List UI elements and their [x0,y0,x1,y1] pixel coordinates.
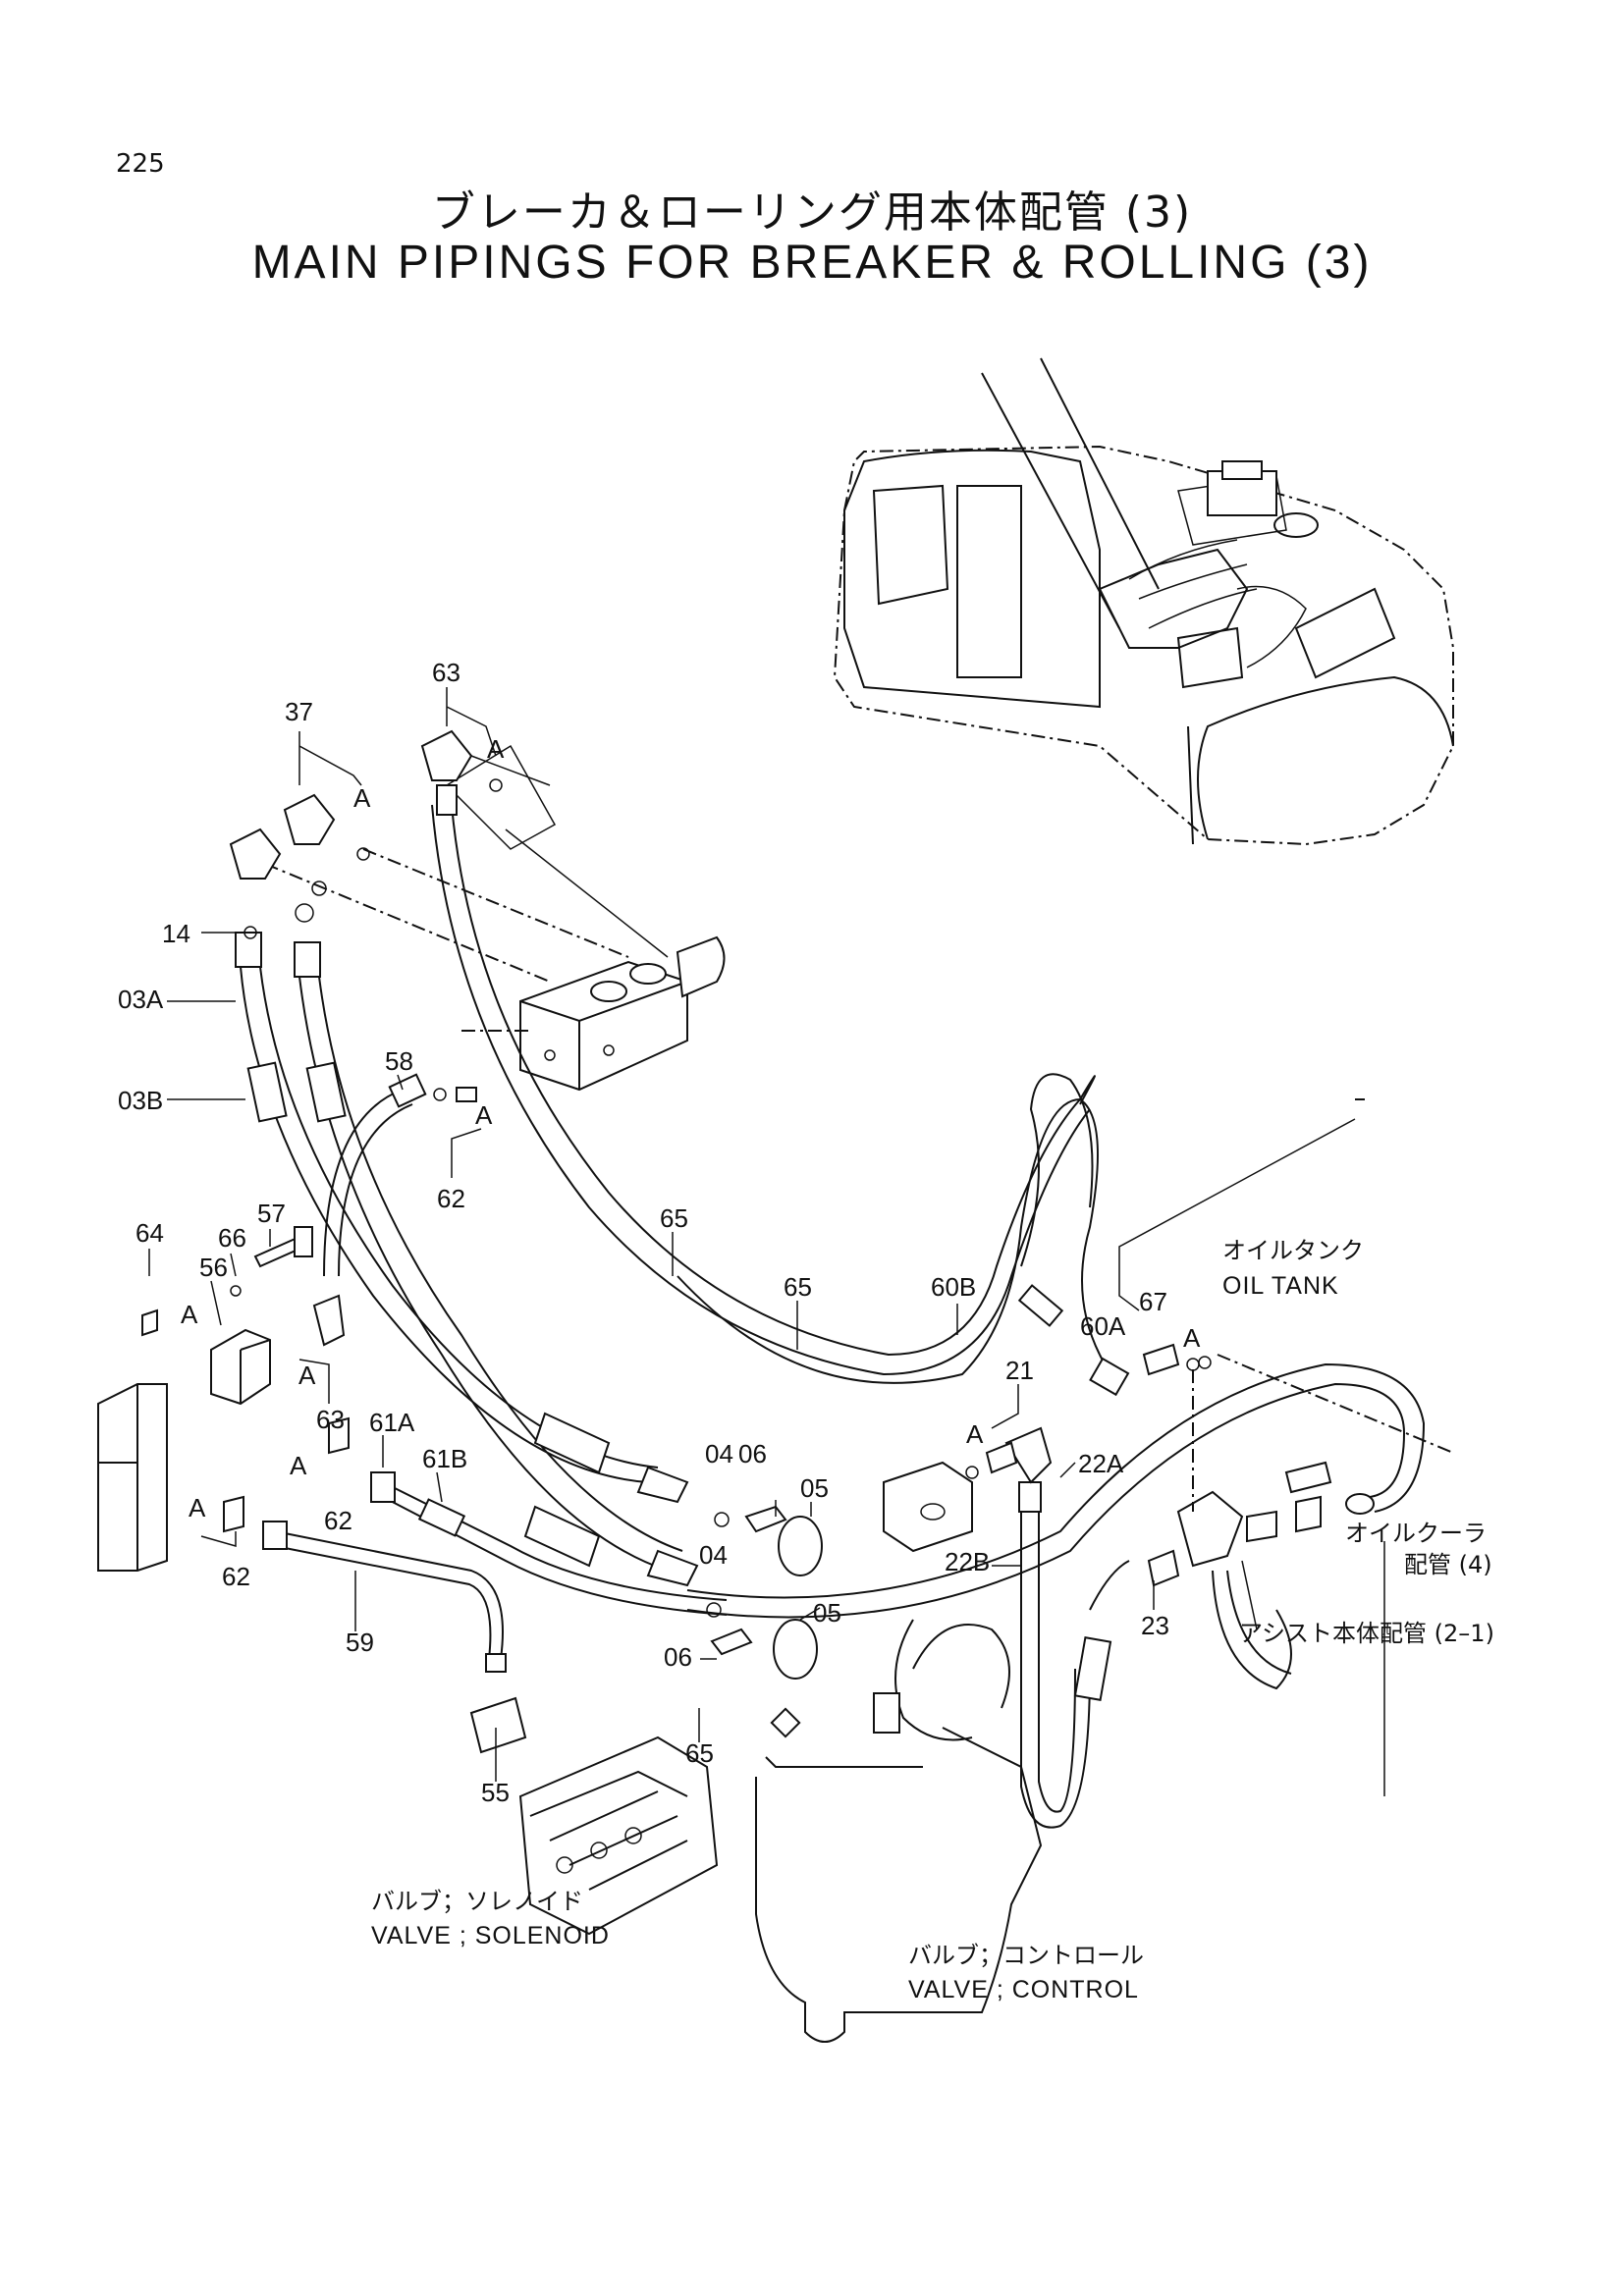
callout-58: 58 [385,1046,413,1076]
hose-03B [294,941,699,1587]
callout-05-b: 05 [813,1598,841,1628]
callout-06-b: 06 [664,1642,692,1672]
hose-61 [370,1471,728,1616]
right-fittings [965,1343,1332,1690]
callout-ticks [148,687,1155,1782]
callout-a-21: A [966,1419,984,1449]
callout-59: 59 [346,1628,374,1657]
callout-65-c: 65 [685,1738,714,1768]
callout-a-64: A [181,1300,198,1329]
flange-parts [706,1461,973,1680]
callout-23: 23 [1141,1611,1169,1640]
callout-05-a: 05 [800,1473,829,1503]
reference-leaders [1118,1098,1454,1796]
callout-60B: 60B [931,1272,976,1302]
elbow-fittings [229,729,503,939]
callout-56: 56 [199,1253,228,1282]
hose-22B [1018,1481,1130,1829]
callout-61A: 61A [369,1408,415,1437]
callout-62-l1: 62 [324,1506,352,1535]
callout-37: 37 [285,697,313,726]
callout-labels: 63 A 37 A 14 03A 03B 58 A 62 65 65 60B 6… [118,658,1201,1807]
callout-64: 64 [135,1218,164,1248]
callout-06-a: 06 [738,1439,767,1468]
callout-a-56: A [298,1361,316,1390]
solenoid-valve-55 [469,1696,719,1936]
callout-a-37: A [353,783,371,813]
leader-lines [264,744,669,1032]
callout-a-63l: A [290,1451,307,1480]
hose-60B [677,1097,1130,1397]
callout-62-mid: 62 [437,1184,465,1213]
page-title-english: MAIN PIPINGS FOR BREAKER & ROLLING (3) [251,237,1373,289]
excavator-overview [833,357,1454,846]
callout-63-top: 63 [432,658,460,687]
callout-04-a: 04 [705,1439,733,1468]
callout-14: 14 [162,919,190,948]
note-assist-ja: アシスト本体配管 (2–1) [1239,1620,1494,1647]
callout-55: 55 [481,1778,510,1807]
callout-21: 21 [1005,1356,1034,1385]
note-oil-tank-en: OIL TANK [1222,1272,1339,1300]
note-solenoid-ja: バルブ；ソレノイド [371,1888,583,1915]
callout-66: 66 [218,1223,246,1253]
note-oil-cooler-ja2: 配管 (4) [1404,1551,1492,1578]
callout-65-a: 65 [660,1203,688,1233]
hose-58 [323,1073,477,1277]
callout-22A: 22A [1078,1449,1124,1478]
callout-61B: 61B [422,1444,467,1473]
callout-22B: 22B [945,1547,990,1576]
callout-03B: 03B [118,1086,163,1115]
note-solenoid-en: VALVE ; SOLENOID [371,1922,610,1949]
bracket-left [97,1226,350,1572]
callout-57: 57 [257,1199,286,1228]
note-oil-cooler-ja: オイルクーラ [1345,1520,1487,1547]
callout-03A: 03A [118,985,164,1014]
long-hose-63 [431,784,1096,1376]
callout-a-62l: A [189,1493,206,1522]
hose-oil-cooler [686,1362,1426,1619]
callout-60A: 60A [1080,1311,1126,1341]
callout-62-l2: 62 [222,1562,250,1591]
control-valve [755,1619,1043,2043]
callout-67: 67 [1139,1287,1167,1316]
callout-a-67: A [1183,1323,1201,1353]
page-title-japanese: ブレーカ＆ローリング用本体配管 (3) [431,187,1193,238]
callout-63-left: 63 [316,1405,345,1434]
hose-59 [262,1521,507,1673]
solenoid-valve-block [519,935,726,1092]
reference-notes: オイルタンク OIL TANK オイルクーラ 配管 (4) アシスト本体配管 (… [371,1237,1494,2003]
page-number: 225 [116,149,165,179]
callout-04-b: 04 [699,1540,728,1570]
note-control-ja: バルブ；コントロール [908,1942,1144,1969]
note-oil-tank-ja: オイルタンク [1222,1237,1364,1264]
note-control-en: VALVE ; CONTROL [908,1976,1139,2003]
callout-a-58: A [475,1100,493,1130]
callout-65-b: 65 [784,1272,812,1302]
